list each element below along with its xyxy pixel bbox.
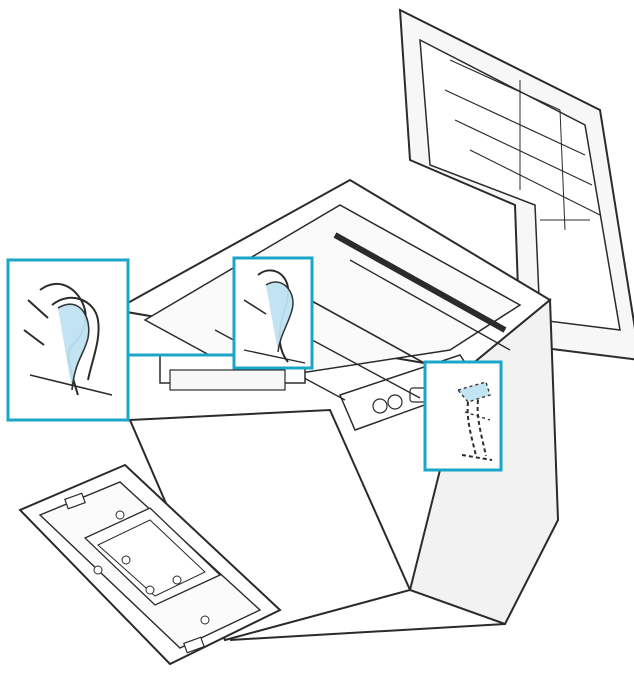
right-lever-highlight [423,360,503,472]
lever-zoom-art [23,269,493,461]
front-door [18,463,282,666]
